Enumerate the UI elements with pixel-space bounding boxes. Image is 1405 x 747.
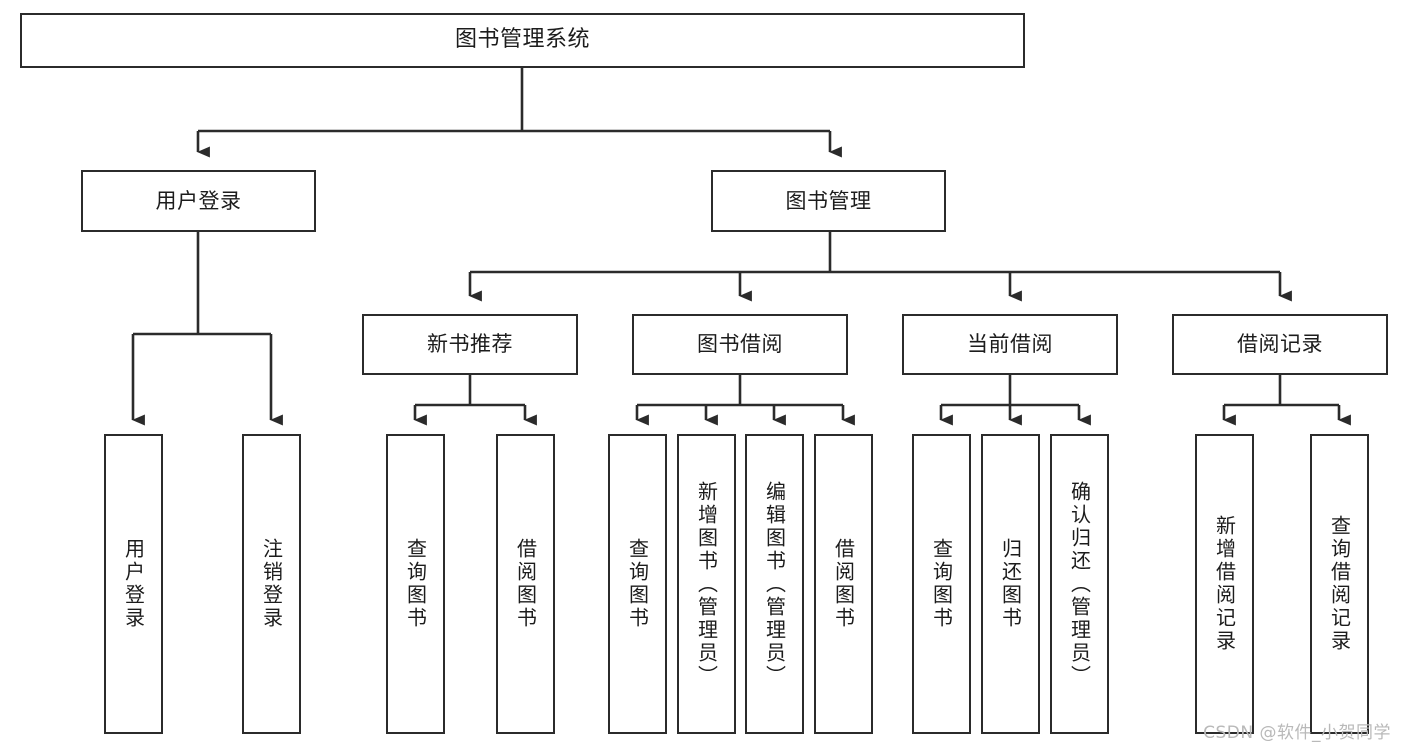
leaf-query-book-2[interactable]: 查询图书	[608, 434, 667, 734]
node-user-login-label: 用户登录	[155, 188, 242, 213]
node-new-book-recommend[interactable]: 新书推荐	[362, 314, 578, 375]
node-book-manage[interactable]: 图书管理	[711, 170, 946, 232]
leaf-borrow-book-2[interactable]: 借阅图书	[814, 434, 873, 734]
leaf-query-book-1-label: 查询图书	[403, 538, 428, 630]
leaf-return-book[interactable]: 归还图书	[981, 434, 1040, 734]
node-root-label: 图书管理系统	[454, 27, 590, 53]
node-user-login[interactable]: 用户登录	[81, 170, 316, 232]
leaf-confirm-return[interactable]: 确认归还（管理员）	[1050, 434, 1109, 734]
leaf-borrow-book-1[interactable]: 借阅图书	[496, 434, 555, 734]
node-current-borrow[interactable]: 当前借阅	[902, 314, 1118, 375]
node-root[interactable]: 图书管理系统	[20, 13, 1025, 68]
leaf-query-record-label: 查询借阅记录	[1327, 515, 1352, 653]
leaf-borrow-book-2-label: 借阅图书	[831, 538, 856, 630]
leaf-borrow-book-1-label: 借阅图书	[513, 538, 538, 630]
leaf-add-book-label: 新增图书（管理员）	[694, 480, 719, 688]
leaf-add-record[interactable]: 新增借阅记录	[1195, 434, 1254, 734]
leaf-return-book-label: 归还图书	[998, 538, 1023, 630]
node-book-borrow[interactable]: 图书借阅	[632, 314, 848, 375]
node-new-book-recommend-label: 新书推荐	[427, 332, 513, 357]
leaf-query-record[interactable]: 查询借阅记录	[1310, 434, 1369, 734]
leaf-edit-book[interactable]: 编辑图书（管理员）	[745, 434, 804, 734]
leaf-logout-login-label: 注销登录	[259, 538, 284, 630]
leaf-query-book-2-label: 查询图书	[625, 538, 650, 630]
watermark: CSDN @软件_小贺同学	[1203, 723, 1391, 743]
leaf-add-book[interactable]: 新增图书（管理员）	[677, 434, 736, 734]
leaf-logout-login[interactable]: 注销登录	[242, 434, 301, 734]
leaf-query-book-1[interactable]: 查询图书	[386, 434, 445, 734]
leaf-user-login-label: 用户登录	[121, 538, 146, 630]
node-book-manage-label: 图书管理	[785, 188, 872, 213]
leaf-query-book-3-label: 查询图书	[929, 538, 954, 630]
leaf-add-record-label: 新增借阅记录	[1212, 515, 1237, 653]
node-book-borrow-label: 图书借阅	[697, 332, 783, 357]
leaf-user-login[interactable]: 用户登录	[104, 434, 163, 734]
node-current-borrow-label: 当前借阅	[967, 332, 1053, 357]
node-borrow-record[interactable]: 借阅记录	[1172, 314, 1388, 375]
node-borrow-record-label: 借阅记录	[1237, 332, 1323, 357]
leaf-query-book-3[interactable]: 查询图书	[912, 434, 971, 734]
leaf-edit-book-label: 编辑图书（管理员）	[762, 480, 787, 688]
leaf-confirm-return-label: 确认归还（管理员）	[1067, 480, 1092, 688]
